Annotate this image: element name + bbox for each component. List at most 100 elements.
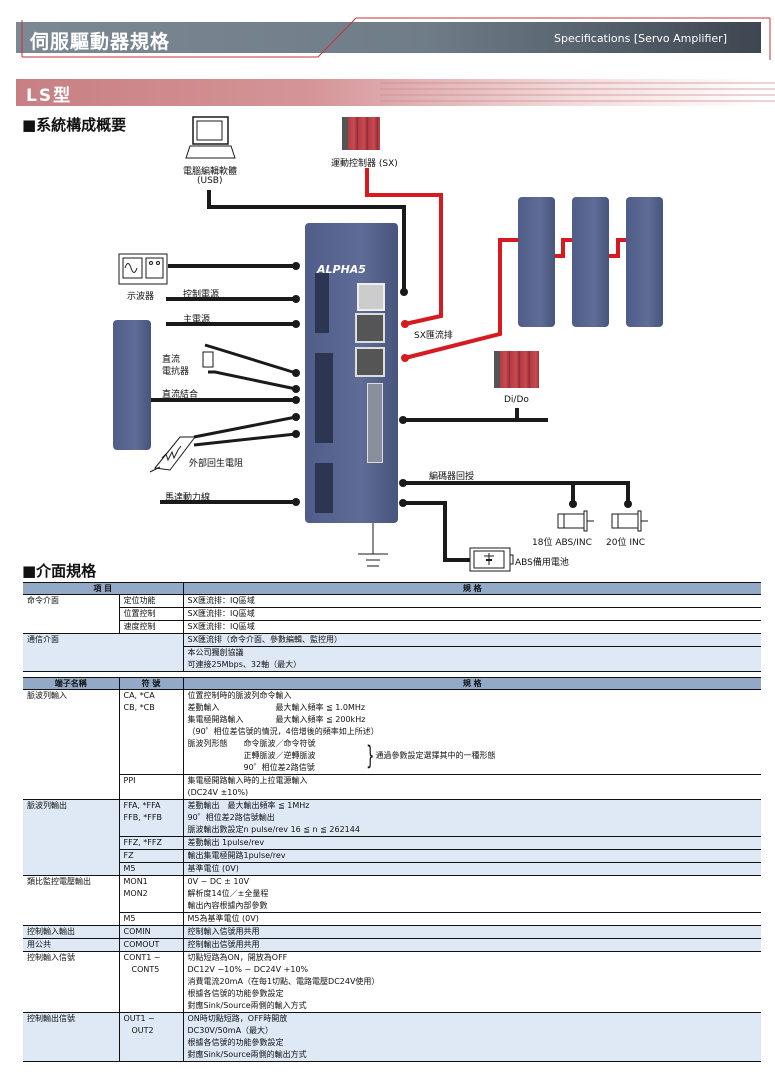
row-spec: 輸出集電極開路1pulse/rev — [182, 849, 761, 863]
table2-header-name: 端子名稱 — [23, 677, 119, 690]
dc-reactor-icon — [202, 351, 214, 368]
row-symbol: FZ — [118, 849, 183, 863]
drive-logo: ALPHA5 — [317, 263, 366, 276]
table-row: PPI 集電極開路輸入時的上拉電源輸入(DC24V ±10%) — [23, 774, 761, 800]
battery-cable — [403, 501, 470, 562]
sx-port-1 — [355, 313, 385, 343]
dc-reactor-cable-2 — [208, 370, 297, 391]
row-spec: 控制輸出信號用共用 — [182, 938, 761, 952]
row-spec: 本公司獨創協議可連接25Mbps、32軸（最大） — [182, 646, 761, 672]
row-spec: SX匯流排：IQ區域 — [182, 607, 761, 621]
table-row: 命令介面 定位功能 SX匯流排：IQ區域 — [23, 594, 761, 634]
dc-reactor-label-1: 直流 — [162, 355, 181, 365]
row-spec: 位置控制時的脈波列命令輸入 差動輸入 最大輸入頻率 ≦ 1.0MHz 集電極開路… — [182, 689, 761, 775]
row-symbol: FFZ, *FFZ — [118, 836, 183, 850]
model-bar-lines — [380, 82, 775, 102]
sx-port-dot-2 — [401, 354, 409, 362]
encoder-cable — [403, 481, 630, 504]
row-symbol: OUT1 ~ OUT2 — [118, 1012, 183, 1062]
dc-link-label: 直流結合 — [162, 390, 199, 400]
model-title: LS型 — [26, 86, 73, 106]
page-title: 伺服驅動器規格 — [30, 31, 171, 53]
row-symbol: COMIN — [118, 925, 183, 939]
abs-battery-label: ABS備用電池 — [515, 558, 569, 568]
table2-header-symbol: 符 號 — [118, 677, 183, 690]
dido-label: Di/Do — [504, 395, 529, 405]
small-amplifier-image — [113, 320, 151, 450]
page-subtitle: Specifications [Servo Amplifier] — [554, 32, 727, 45]
row-spec: 差動輸出 1pulse/rev — [182, 836, 761, 850]
row-sub: 位置控制 — [118, 607, 183, 621]
usb-port — [357, 283, 385, 311]
networked-amplifier-1 — [518, 197, 555, 327]
pc-sub-label: (USB) — [197, 176, 223, 186]
model-bar — [16, 79, 761, 106]
dc-reactor-label-2: 電抗器 — [162, 367, 190, 377]
table-row: 用公共 COMOUT 控制輸出信號用共用 — [23, 938, 761, 952]
table-row: M5 基準電位 (0V) — [23, 862, 761, 876]
row-spec: SX匯流排（命令介面、參數編輯、監控用） — [182, 633, 761, 647]
motor-20bit-label: 20位 INC — [606, 538, 645, 548]
wiring-diagram — [118, 116, 656, 572]
external-resistor-icon — [149, 436, 197, 473]
oscilloscope-icon — [118, 253, 168, 285]
row-item: 命令介面 — [23, 594, 119, 634]
table2-header-spec: 規 格 — [182, 677, 761, 690]
control-power-label: 控制電源 — [183, 290, 220, 300]
table-row: M5 M5為基準電位 (0V) — [23, 912, 761, 926]
table-row: 位置控制 SX匯流排：IQ區域 — [23, 607, 761, 621]
row-name: 控制輸入輸出 — [23, 925, 119, 939]
sx-port-2 — [355, 347, 385, 377]
dido-module-image — [494, 351, 539, 388]
row-symbol: PPI — [118, 774, 183, 800]
row-spec: SX匯流排：IQ區域 — [182, 594, 761, 608]
row-symbol: M5 — [118, 862, 183, 876]
row-sub: 定位功能 — [118, 594, 183, 608]
table-row: FZ 輸出集電極開路1pulse/rev — [23, 849, 761, 863]
networked-amplifier-3 — [626, 197, 663, 327]
pc-label: 電腦編輯軟體 — [182, 167, 237, 177]
table-row: FFZ, *FFZ 差動輸出 1pulse/rev — [23, 836, 761, 850]
motion-controller-image — [342, 117, 380, 150]
interface-table: 項 目 規 格 命令介面 定位功能 SX匯流排：IQ區域 位置控制 SX匯流排：… — [23, 582, 761, 672]
row-spec: 基準電位 (0V) — [182, 862, 761, 876]
motor-20bit-icon — [611, 510, 648, 532]
motor-18bit-icon — [557, 510, 594, 532]
row-name: 控制輸出信號 — [23, 1012, 119, 1062]
servo-amplifier-image: ALPHA5 — [305, 223, 398, 523]
motor-power-label: 馬達動力線 — [165, 493, 211, 503]
row-spec: SX匯流排：IQ區域 — [182, 620, 761, 634]
laptop-icon — [185, 116, 236, 159]
row-sub: 速度控制 — [118, 620, 183, 634]
row-symbol: M5 — [118, 912, 183, 926]
resistor-cable-2 — [193, 432, 297, 447]
terminal-block-1 — [315, 273, 329, 333]
row-item: 通信介面 — [23, 633, 183, 672]
encoder-feedback-label: 編碼器回授 — [429, 472, 475, 482]
row-name: 脈波列輸入 — [23, 689, 119, 800]
resistor-cable-1 — [193, 415, 297, 439]
sx-bus-cable-controller — [365, 168, 443, 326]
row-spec: M5為基準電位 (0V) — [182, 912, 761, 926]
table-row: 通信介面 SX匯流排（命令介面、參數編輯、監控用） — [23, 633, 761, 672]
row-name: 脈波列輸出 — [23, 799, 119, 876]
table1-header-item: 項 目 — [23, 582, 183, 595]
terminal-block-2 — [315, 353, 333, 443]
table1-header-spec: 規 格 — [182, 582, 761, 595]
usb-cable — [207, 190, 406, 292]
interface-spec-heading: ■介面規格 — [22, 562, 97, 580]
row-spec: 控制輸入信號用共用 — [182, 925, 761, 939]
main-power-label: 主電源 — [183, 315, 211, 325]
motor-18bit-label: 18位 ABS/INC — [532, 538, 592, 548]
